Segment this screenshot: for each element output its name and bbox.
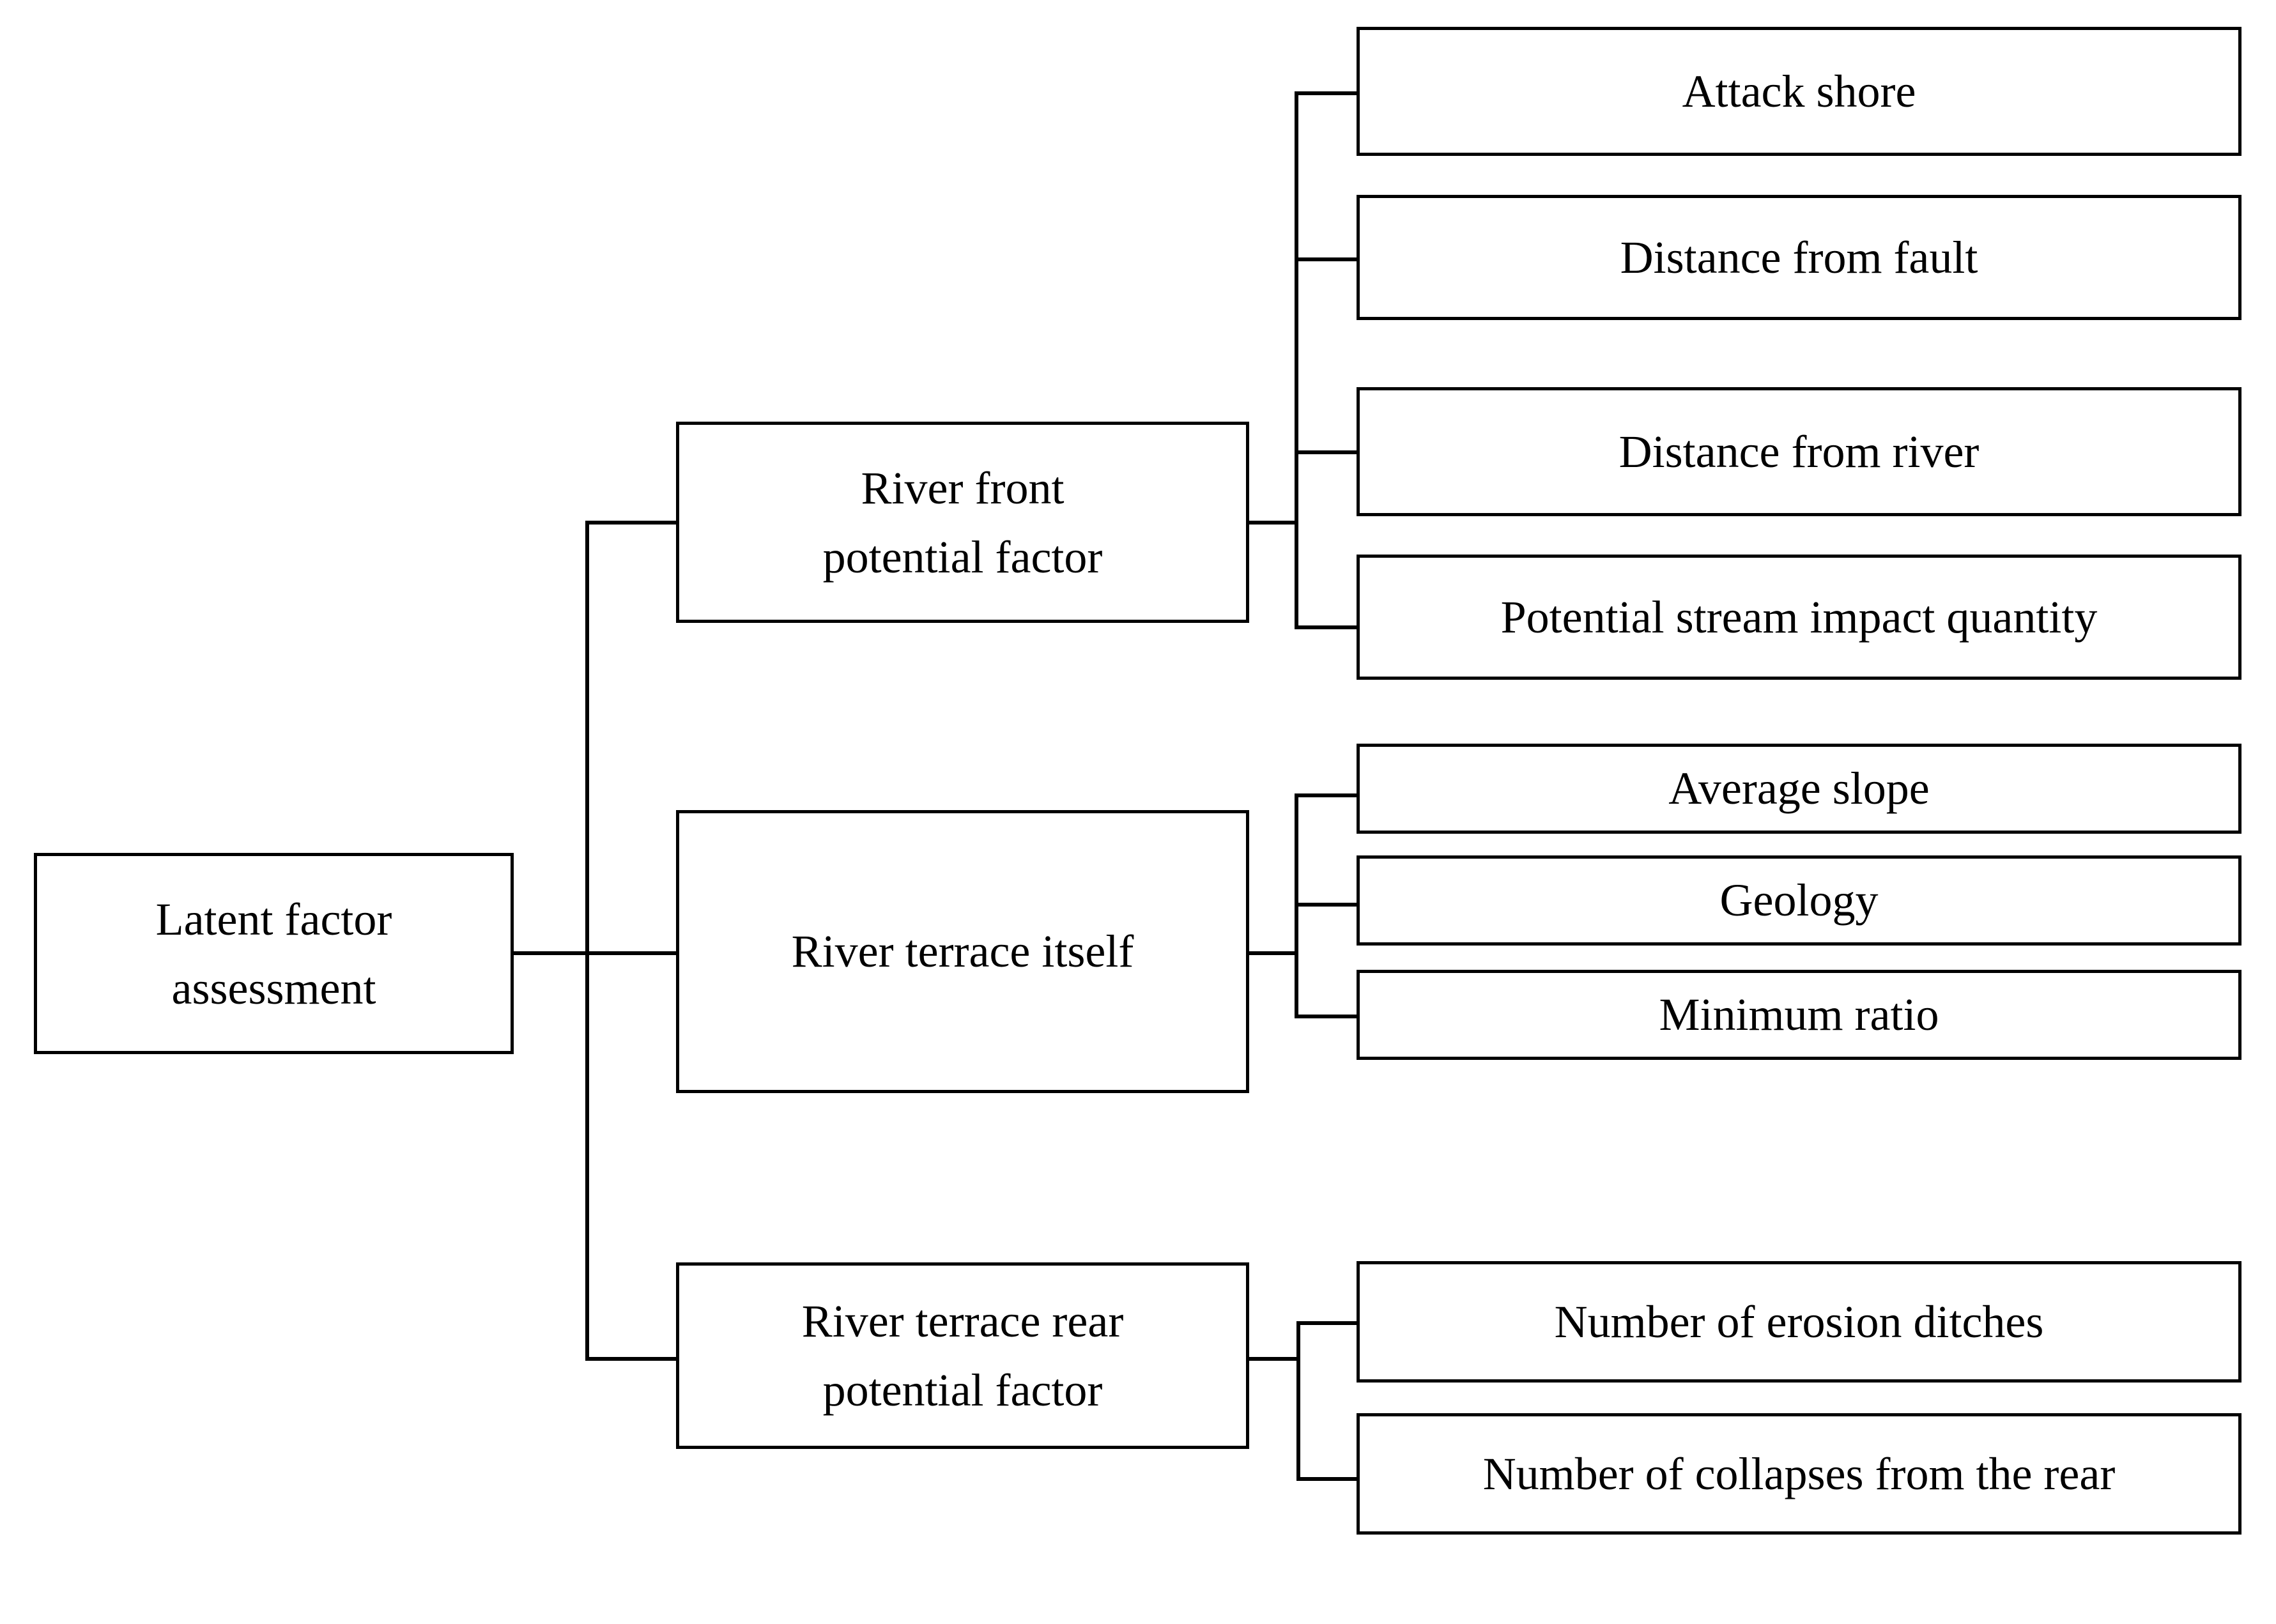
node-attack-shore[interactable]: Attack shore [1357,27,2241,156]
edge-subtrunk-to-distance-from-river [1295,450,1358,454]
edge-main-trunk [585,521,589,1359]
edge-river-terrace-itself-to-subtrunk [1249,951,1296,955]
node-geology[interactable]: Geology [1357,855,2241,946]
node-label: Distance from fault [1620,231,1978,283]
edge-river-front-to-subtrunk [1249,521,1296,525]
node-label-line1: River front [861,462,1065,514]
node-number-of-collapses-from-the-rear[interactable]: Number of collapses from the rear [1357,1413,2241,1535]
node-label: Number of erosion ditches [1554,1296,2044,1347]
node-label: Average slope [1668,763,1930,815]
node-distance-from-fault[interactable]: Distance from fault [1357,195,2241,320]
node-minimum-ratio[interactable]: Minimum ratio [1357,970,2241,1060]
node-label-line2: potential factor [822,531,1103,583]
node-number-of-erosion-ditches[interactable]: Number of erosion ditches [1357,1261,2241,1383]
node-potential-stream-impact-quantity[interactable]: Potential stream impact quantity [1357,555,2241,680]
edge-river-terrace-rear-to-subtrunk [1249,1357,1300,1361]
edge-river-terrace-rear-subtrunk [1296,1321,1300,1481]
node-river-terrace-rear-potential-factor[interactable]: River terrace rear potential factor [676,1262,1249,1449]
node-label: Geology [1719,875,1879,926]
node-river-front-potential-factor[interactable]: River front potential factor [676,422,1249,623]
edge-subtrunk-to-attack-shore [1295,91,1358,95]
node-label: River terrace itself [791,926,1134,977]
edge-river-front-subtrunk [1295,91,1298,627]
node-label: Distance from river [1619,425,1980,477]
edge-subtrunk-to-potential-stream-impact [1295,625,1358,629]
edge-subtrunk-to-average-slope [1295,793,1358,797]
node-river-terrace-itself[interactable]: River terrace itself [676,810,1249,1093]
node-label: Attack shore [1682,65,1916,117]
node-label-line2: assessment [171,962,376,1014]
node-label: River terrace rear potential factor [688,1287,1237,1425]
node-label: Minimum ratio [1659,989,1939,1041]
edge-subtrunk-to-number-of-collapses-from-the-rear [1296,1477,1358,1481]
node-average-slope[interactable]: Average slope [1357,744,2241,834]
node-label-line2: potential factor [822,1365,1103,1416]
edge-subtrunk-to-number-of-erosion-ditches [1296,1321,1358,1325]
node-label-line1: Latent factor [155,893,392,945]
edge-root-to-trunk [514,951,589,955]
node-distance-from-river[interactable]: Distance from river [1357,387,2241,516]
node-label-line1: River terrace rear [801,1296,1124,1347]
node-latent-factor-assessment[interactable]: Latent factor assessment [34,853,514,1054]
edge-subtrunk-to-distance-from-fault [1295,257,1358,261]
node-label: Latent factor assessment [46,885,502,1023]
edge-subtrunk-to-geology [1295,903,1358,907]
edge-trunk-to-river-terrace-rear [585,1357,679,1361]
edge-trunk-to-river-front [585,521,679,525]
node-label: Potential stream impact quantity [1500,591,2098,643]
node-label: River front potential factor [688,454,1237,592]
edge-trunk-to-river-terrace-itself [585,951,679,955]
edge-subtrunk-to-minimum-ratio [1295,1015,1358,1018]
node-label: Number of collapses from the rear [1482,1448,2116,1499]
